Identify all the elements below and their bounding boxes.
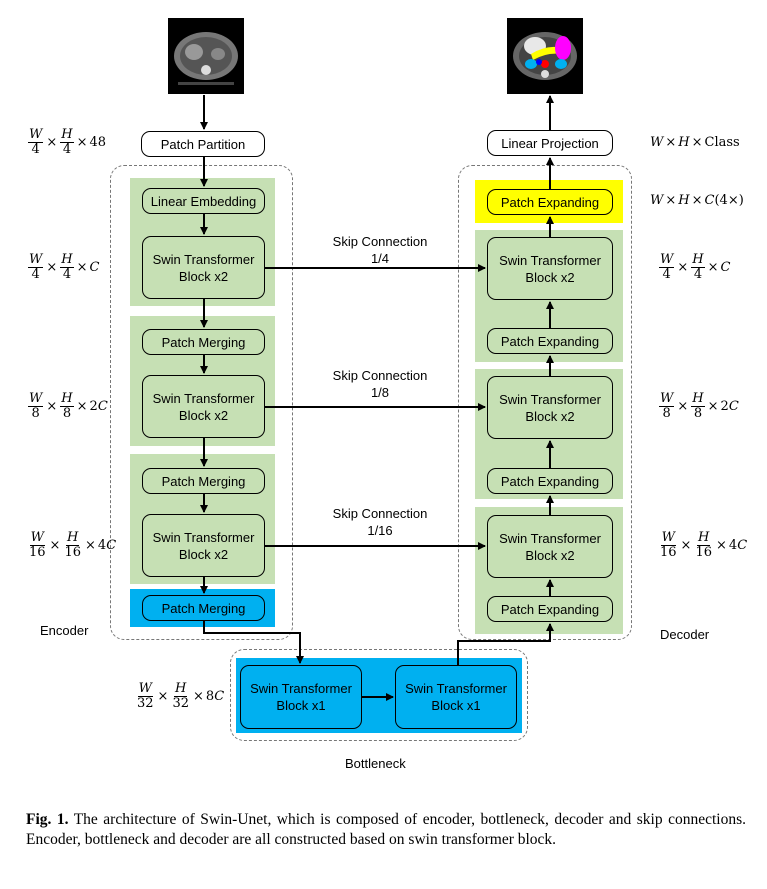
bottleneck-panel [236,658,522,733]
linear-projection-box: Linear Projection [487,130,613,156]
dim-output-class: W×H×Class [650,135,740,150]
bottleneck-outline [230,649,528,741]
decoder-patch-expanding-2: Patch Expanding [487,468,613,494]
encoder-patch-merging-1: Patch Merging [142,329,265,355]
encoder-outline [110,165,293,640]
caption-label: Fig. 1. [26,811,69,828]
patch-partition-box: Patch Partition [141,131,265,157]
input-ct-image [168,18,244,94]
linear-embedding-box: Linear Embedding [142,188,265,214]
encoder-patch-merging-2: Patch Merging [142,468,265,494]
decoder-stage-2-panel [475,369,623,499]
decoder-patch-expanding-3: Patch Expanding [487,596,613,622]
decoder-patch-expanding-1: Patch Expanding [487,328,613,354]
encoder-stage-2-panel [130,316,275,446]
encoder-patch-merging-3: Patch Merging [142,595,265,621]
figure-caption: Fig. 1. The architecture of Swin-Unet, w… [26,810,746,850]
decoder-patch-expanding-final: Patch Expanding [487,189,613,215]
bottleneck-label: Bottleneck [345,756,406,771]
decoder-stage-3-panel [475,507,623,634]
decoder-stage-1-panel [475,230,623,362]
encoder-label: Encoder [40,623,89,638]
encoder-stage-1-panel [130,178,275,306]
caption-text: The architecture of Swin-Unet, which is … [26,811,746,848]
output-segmentation-image [507,18,583,94]
decoder-outline [458,165,632,640]
encoder-stage-3-panel [130,454,275,584]
dim-final-expanding: W×H×C(4×) [650,193,744,208]
decoder-label: Decoder [660,627,710,642]
